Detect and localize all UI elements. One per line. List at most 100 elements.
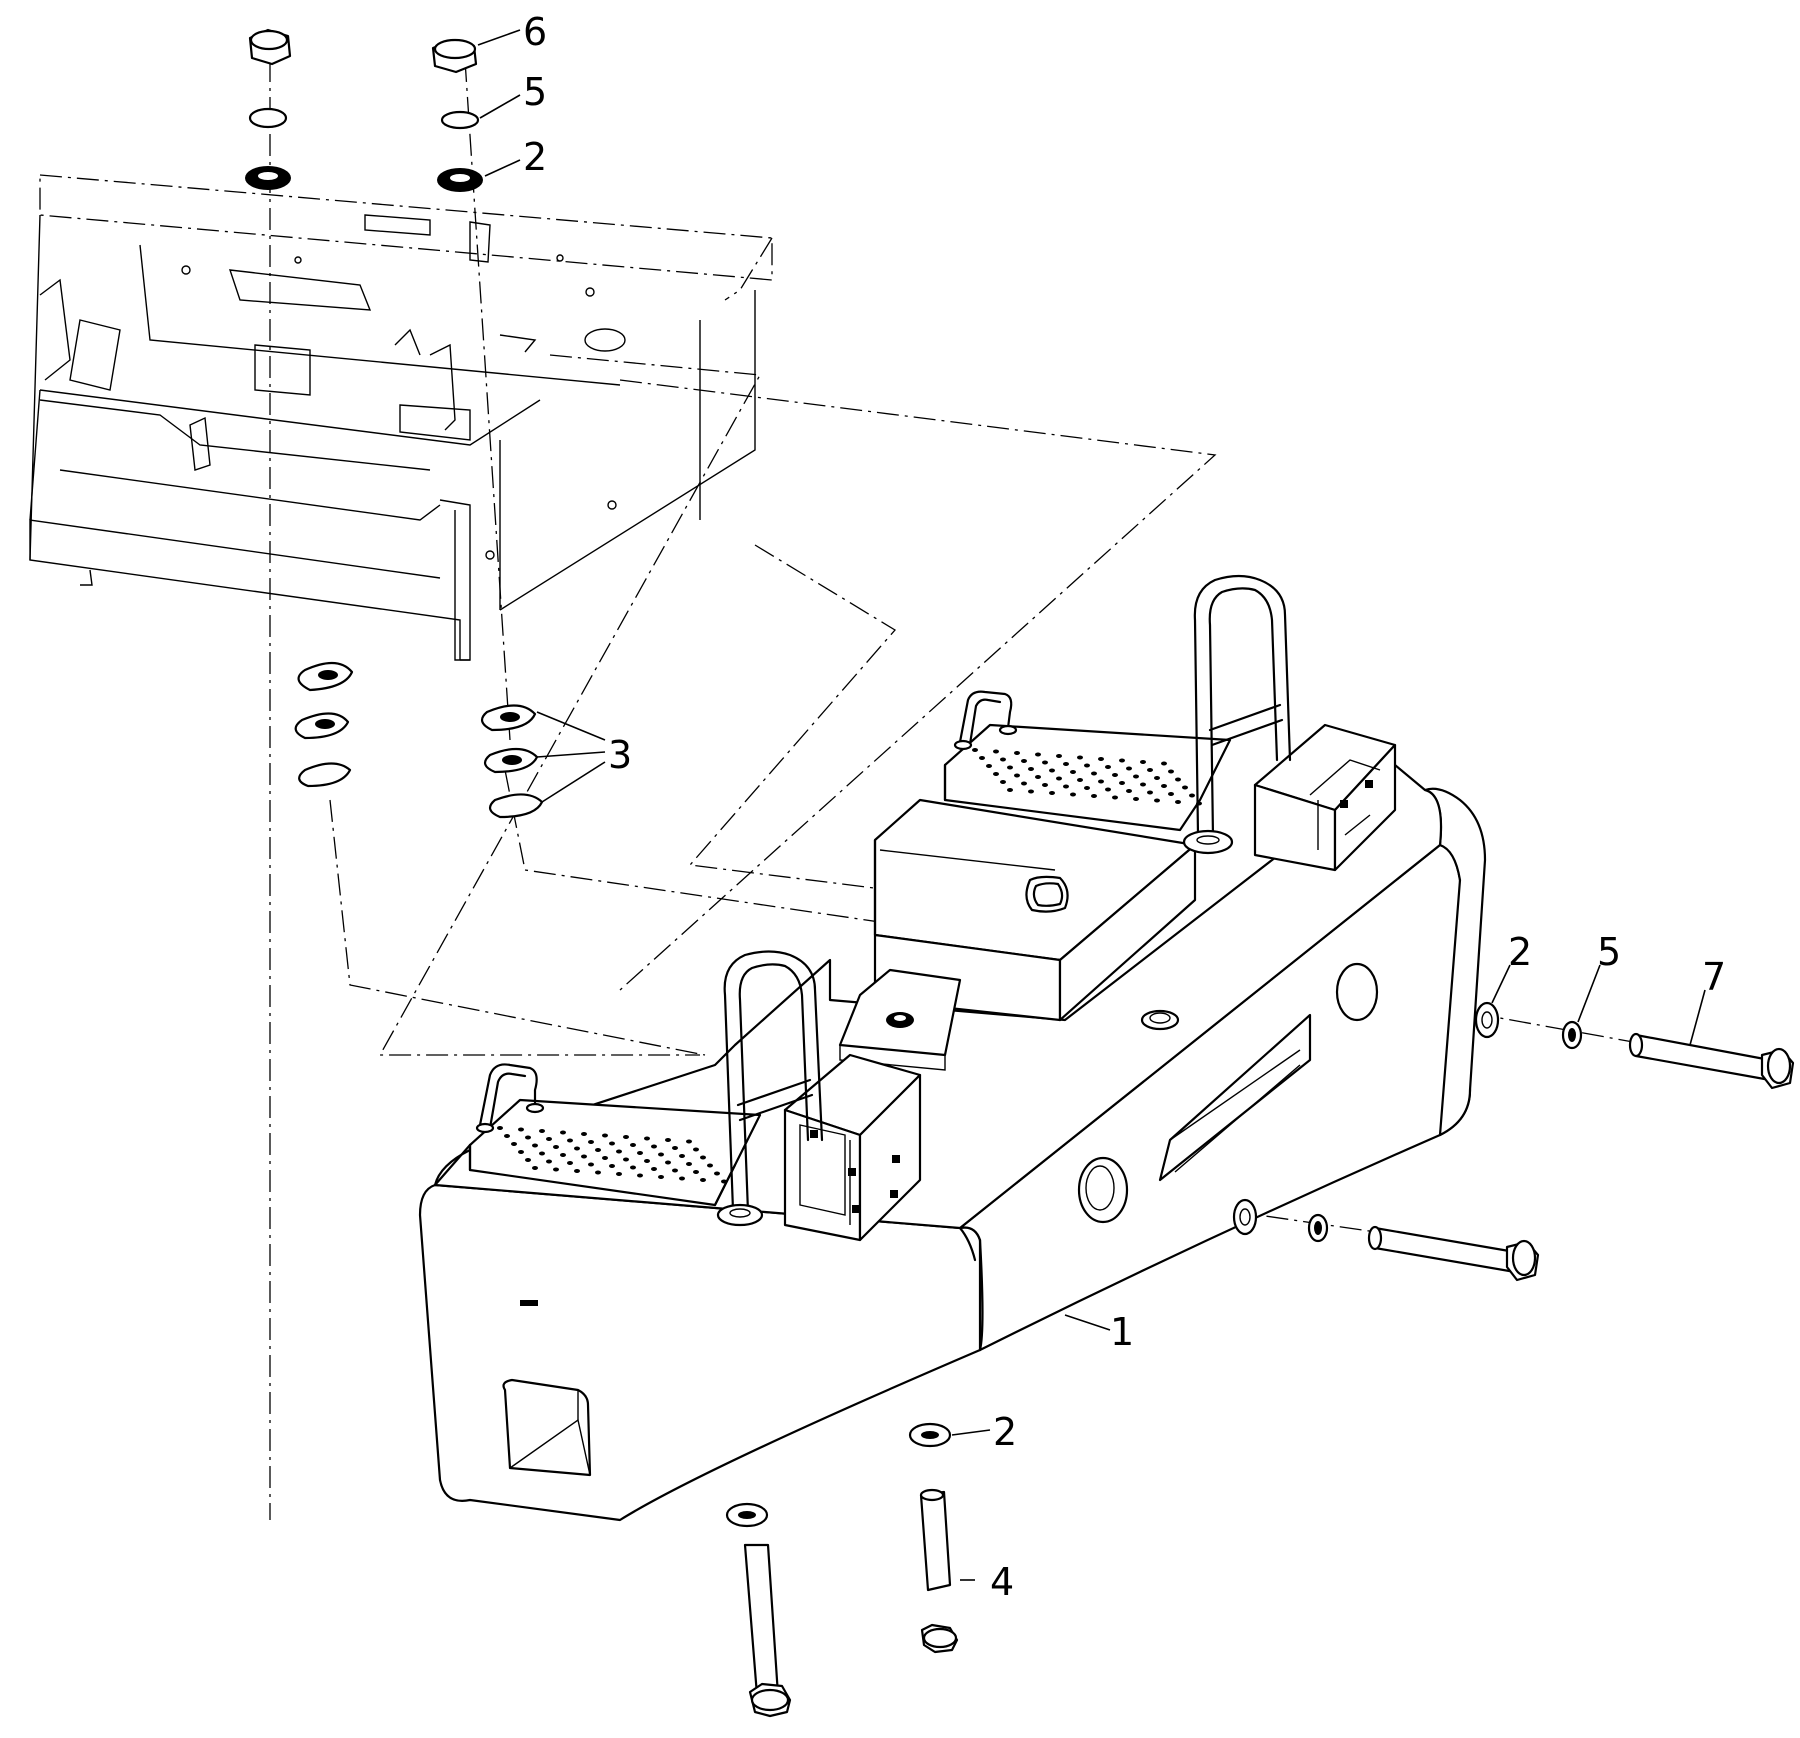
perforation-hole (700, 1178, 706, 1182)
perforation-hole (1119, 781, 1125, 785)
bottom-bolt-left (725, 1502, 792, 1718)
perforation-hole (1014, 751, 1020, 755)
callout-2-side: 2 (1508, 930, 1532, 974)
perforation-hole (1175, 777, 1181, 782)
perforation-hole (993, 772, 999, 776)
perforation-hole (1056, 754, 1062, 758)
perforation-hole (567, 1161, 573, 1165)
perforation-hole (616, 1149, 622, 1154)
perforation-hole (497, 1126, 503, 1130)
callout-leaders (477, 29, 1706, 1581)
perforation-hole (707, 1163, 713, 1168)
perforation-hole (630, 1143, 636, 1147)
perforation-hole (609, 1164, 615, 1168)
perforation-hole (665, 1160, 671, 1165)
perforation-hole (1084, 763, 1090, 768)
perforation-hole (1021, 781, 1027, 786)
perforation-hole (539, 1151, 545, 1156)
step-plate-right (943, 690, 1232, 832)
perforation-hole (672, 1168, 678, 1173)
callout-7: 7 (1702, 955, 1726, 999)
perforation-hole (1049, 768, 1055, 773)
perforation-hole (630, 1165, 636, 1170)
perforation-hole (525, 1158, 531, 1162)
perforation-hole (1112, 773, 1118, 777)
callout-4: 4 (990, 1560, 1014, 1604)
perforation-hole (1007, 765, 1013, 770)
bottom-bolt-right (908, 1422, 959, 1654)
perforation-hole (518, 1150, 524, 1154)
perforation-hole (581, 1132, 587, 1136)
upper-hardware-right (431, 38, 483, 192)
perforation-hole (1077, 778, 1083, 782)
perforation-hole (651, 1144, 657, 1149)
perforation-hole (1091, 794, 1097, 798)
perforation-hole (1140, 760, 1146, 764)
perforation-hole (525, 1135, 531, 1140)
perforation-hole (1126, 766, 1132, 771)
perforation-hole (1000, 757, 1006, 762)
callout-2-bottom: 2 (993, 1410, 1017, 1454)
central-block (838, 798, 1197, 1071)
perforation-hole (637, 1151, 643, 1155)
perforation-hole (567, 1138, 573, 1143)
perforation-hole (651, 1167, 657, 1171)
perforation-hole (1035, 752, 1041, 757)
perforation-hole (1056, 776, 1062, 781)
perforation-hole (658, 1152, 664, 1157)
perforation-hole (679, 1176, 685, 1181)
perforation-hole (1105, 765, 1111, 769)
counterweight-body (418, 763, 1487, 1522)
perforation-hole (686, 1162, 692, 1166)
perforation-hole (644, 1136, 650, 1141)
perforation-hole (553, 1167, 559, 1172)
perforation-hole (644, 1159, 650, 1163)
handrail-left (716, 950, 824, 1227)
perforation-hole (609, 1141, 615, 1146)
perforation-hole (1042, 760, 1048, 765)
perforation-hole (574, 1169, 580, 1173)
perforation-hole (972, 748, 978, 752)
callout-5-side: 5 (1597, 930, 1621, 974)
upper-hardware-left (245, 28, 292, 190)
callout-2-upper: 2 (523, 135, 547, 179)
perforation-hole (672, 1146, 678, 1150)
perforation-hole (1098, 779, 1104, 784)
perforation-hole (588, 1162, 594, 1167)
perforation-hole (623, 1157, 629, 1162)
perforation-hole (714, 1171, 720, 1176)
perforation-hole (637, 1173, 643, 1178)
perforation-hole (1014, 773, 1020, 778)
perforation-hole (1049, 791, 1055, 795)
perforation-hole (553, 1145, 559, 1149)
perforation-hole (1168, 769, 1174, 774)
callout-5-upper: 5 (523, 70, 547, 114)
perforation-hole (993, 749, 999, 754)
perforation-hole (546, 1159, 552, 1164)
perforation-hole (721, 1179, 727, 1184)
perforation-hole (1147, 768, 1153, 772)
perforation-hole (979, 756, 985, 760)
perforation-hole (686, 1139, 692, 1144)
perforation-hole (1175, 800, 1181, 804)
perforation-hole (1091, 771, 1097, 776)
perforation-hole (1070, 792, 1076, 797)
perforation-hole (665, 1138, 671, 1142)
perforations-left (497, 1126, 727, 1184)
perforation-hole (1028, 767, 1034, 771)
perforation-hole (616, 1172, 622, 1176)
perforation-hole (539, 1129, 545, 1133)
perforation-hole (1147, 790, 1153, 795)
perforation-hole (518, 1127, 524, 1132)
callout-1: 1 (1110, 1310, 1134, 1354)
perforation-hole (623, 1135, 629, 1139)
perforation-hole (693, 1170, 699, 1174)
perforation-hole (700, 1155, 706, 1160)
perforation-hole (1098, 757, 1104, 761)
perforation-hole (595, 1148, 601, 1152)
shim-pack-left (294, 661, 354, 788)
perforation-hole (511, 1142, 517, 1146)
mounting-box-right (1253, 723, 1397, 872)
perforation-hole (1028, 789, 1034, 794)
